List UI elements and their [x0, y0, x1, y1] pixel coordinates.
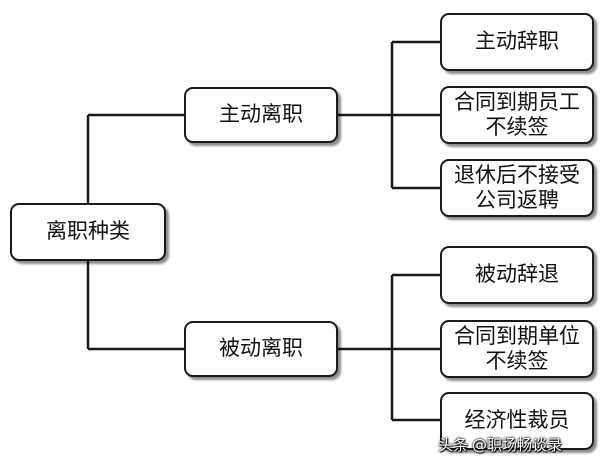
leaf-node-dismissal: 被动辞退 — [440, 246, 594, 304]
root-node: 离职种类 — [10, 203, 166, 261]
branch-node-involuntary: 被动离职 — [184, 321, 338, 377]
watermark-prefix: 头条 — [438, 435, 469, 454]
leaf-node-employee-no-renewal: 合同到期员工 不续签 — [440, 86, 594, 144]
branch-node-voluntary: 主动离职 — [184, 87, 338, 143]
leaf-node-employer-no-renewal: 合同到期单位 不续签 — [440, 320, 594, 378]
watermark-handle: @职场畅谈录 — [472, 435, 563, 454]
leaf-node-voluntary-resignation: 主动辞职 — [440, 13, 594, 71]
leaf-node-decline-rehire: 退休后不接受 公司返聘 — [440, 159, 594, 217]
watermark: 头条 @职场畅谈录 — [438, 431, 602, 457]
leaf-node-economic-layoff: 经济性裁员 — [440, 392, 594, 450]
